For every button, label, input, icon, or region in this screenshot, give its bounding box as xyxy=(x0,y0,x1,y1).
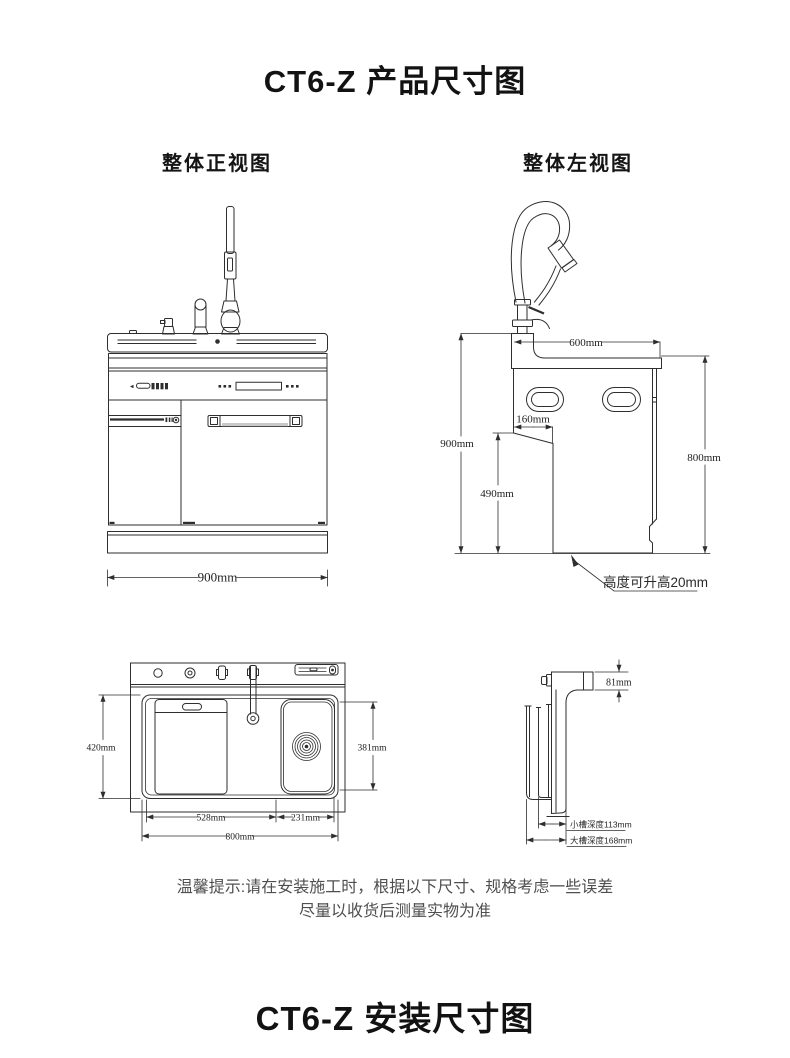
top-total-width-label: 800mm xyxy=(225,833,255,843)
side-faucet xyxy=(510,201,578,334)
side-view-label: 整体左视图 xyxy=(523,153,633,175)
section-bowl-walls xyxy=(524,704,552,800)
page-title: CT6-Z 产品尺寸图 xyxy=(263,64,527,99)
small-bowl xyxy=(280,699,335,795)
side-cabinet-height-label: 800mm xyxy=(687,452,721,464)
spray-head-nozzle xyxy=(561,259,578,273)
dim-left-bowl-width: 528mm xyxy=(146,799,277,824)
front-display-window xyxy=(235,381,282,391)
front-faucet xyxy=(220,206,241,335)
front-kick-base xyxy=(107,531,328,554)
top-deck xyxy=(130,662,346,813)
deck-faucet-base xyxy=(247,665,259,680)
top-view-drawing: 420mm 381mm 528mm 231mm 800mm xyxy=(86,662,387,843)
door-handle xyxy=(207,415,303,427)
dim-faucet-ledge-height: 81mm xyxy=(594,659,632,703)
top-left-bowl-label: 528mm xyxy=(196,814,226,824)
height-adjust-note: 高度可升高20mm xyxy=(571,554,708,592)
bottom-page-title: CT6-Z 安装尺寸图 xyxy=(255,1000,535,1037)
brand-logo-dot xyxy=(172,416,180,424)
front-countertop xyxy=(107,330,328,353)
dim-bowl-depth: 381mm xyxy=(339,701,387,791)
dim-toe-notch-height: 490mm xyxy=(480,432,514,554)
top-depth-label: 420mm xyxy=(86,744,116,754)
height-adjust-note-label: 高度可升高20mm xyxy=(603,574,708,590)
dim-bowl-area-width: 800mm xyxy=(141,799,339,843)
side-view-drawing: 600mm 900mm 160mm 490mm 800mm xyxy=(440,201,721,592)
side-overall-height-label: 900mm xyxy=(440,438,474,450)
deck-hole-large xyxy=(184,667,196,679)
front-view-drawing: 900mm xyxy=(107,206,328,587)
section-detail-drawing: 81mm 小槽深度113mm 大槽深度168mm xyxy=(524,659,632,847)
front-soap-dispenser xyxy=(160,318,175,335)
notice-line-2: 尽量以收货后测量实物为准 xyxy=(298,903,491,920)
notice-line-1: 温馨提示:请在安装施工时，根据以下尺寸、规格考虑一些误差 xyxy=(176,879,614,896)
dim-overall-width: 900mm xyxy=(107,570,328,587)
side-toe-depth-label: 160mm xyxy=(516,414,550,426)
front-sprayer xyxy=(192,298,209,335)
cutting-board-handle-slot xyxy=(182,703,202,711)
dim-right-bowl-width: 231mm xyxy=(277,796,335,824)
large-bowl-depth-label: 大槽深度168mm xyxy=(570,836,632,846)
dim-counter-depth: 600mm xyxy=(514,337,661,358)
side-counter-depth-label: 600mm xyxy=(569,337,603,349)
section-faucet-ledge xyxy=(541,671,594,703)
dim-overall-height: 900mm xyxy=(440,333,512,554)
front-control-panel xyxy=(130,381,299,391)
drain-cover xyxy=(292,732,321,761)
deck-hole-small xyxy=(153,668,163,678)
top-bowl-depth-label: 381mm xyxy=(357,744,387,754)
dim-overall-depth: 420mm xyxy=(86,694,141,799)
deck-sprayer-base xyxy=(216,665,228,680)
front-width-dim-label: 900mm xyxy=(198,570,238,585)
front-view-label: 整体正视图 xyxy=(162,153,272,175)
front-doors xyxy=(108,399,325,526)
installation-notice: 温馨提示:请在安装施工时，根据以下尺寸、规格考虑一些误差 尽量以收货后测量实物为… xyxy=(0,876,790,924)
deck-vent-grille xyxy=(294,664,339,676)
side-toe-height-label: 490mm xyxy=(480,488,514,500)
dim-large-bowl-depth: 大槽深度168mm xyxy=(526,799,632,847)
dim-cabinet-height: 800mm xyxy=(661,355,721,554)
top-right-bowl-label: 231mm xyxy=(291,814,321,824)
cutting-board xyxy=(154,699,228,795)
side-vent-right xyxy=(602,387,641,412)
section-back-panel xyxy=(546,671,570,817)
small-bowl-depth-label: 小槽深度113mm xyxy=(570,820,632,830)
top-faucet-spout xyxy=(246,665,260,725)
side-counter-profile xyxy=(511,333,662,369)
top-basin xyxy=(141,665,339,799)
dim-toe-notch-depth: 160mm xyxy=(514,414,553,444)
side-cabinet-profile xyxy=(454,368,711,554)
side-vent-left xyxy=(526,387,564,412)
ledge-height-label: 81mm xyxy=(606,678,632,689)
front-cabinet-body xyxy=(108,353,328,526)
